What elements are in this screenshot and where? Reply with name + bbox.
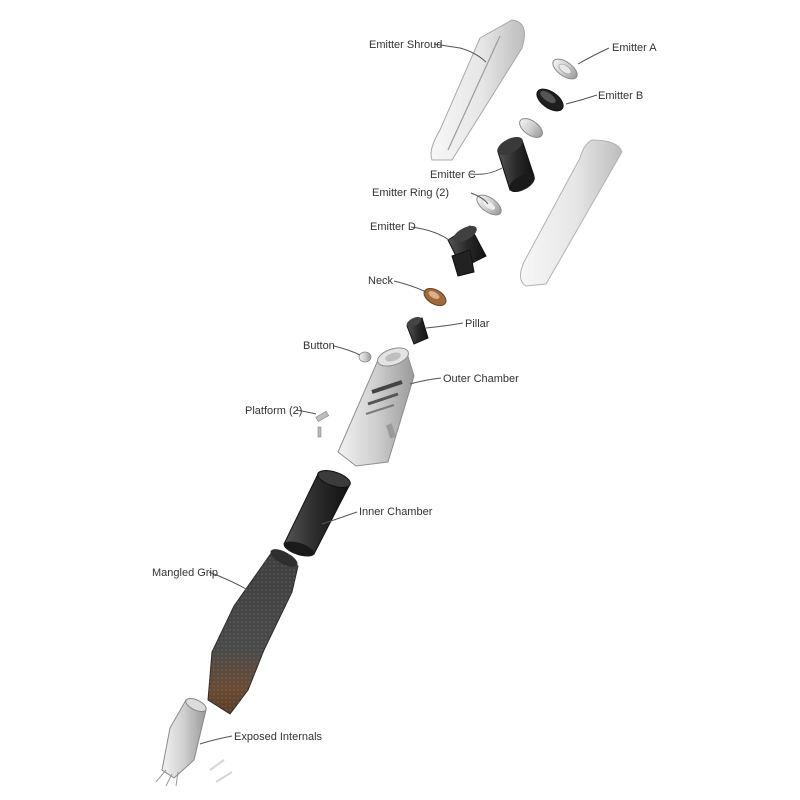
label-emitter-d: Emitter D (370, 221, 416, 233)
label-pillar: Pillar (465, 318, 490, 330)
label-exposed-internals: Exposed Internals (234, 731, 323, 743)
mangled-grip-part (207, 549, 299, 715)
label-inner-chamber: Inner Chamber (359, 506, 433, 518)
label-emitter-shroud: Emitter Shroud (369, 39, 442, 51)
emitter-b-part (536, 88, 564, 112)
emitter-shroud-part (430, 19, 525, 161)
emitter-a-part (552, 58, 578, 80)
neck-part (423, 287, 447, 307)
emitter-ring-part (476, 194, 502, 216)
emitter-b-washer-part (519, 118, 543, 138)
label-emitter-b: Emitter B (598, 90, 643, 102)
exposed-internals-part (155, 698, 233, 787)
button-part (358, 351, 372, 363)
label-neck: Neck (368, 275, 394, 287)
emitter-d-part (447, 225, 487, 277)
platform-part (315, 410, 330, 438)
label-button: Button (303, 340, 335, 352)
label-emitter-ring: Emitter Ring (2) (372, 187, 449, 199)
outer-chamber-part (337, 347, 415, 467)
label-emitter-c: Emitter C (430, 169, 476, 181)
label-emitter-a: Emitter A (612, 42, 657, 54)
label-platform: Platform (2) (245, 405, 302, 417)
label-mangled-grip: Mangled Grip (152, 567, 218, 579)
inner-chamber-part (283, 470, 351, 557)
leader-lines (199, 43, 610, 745)
label-outer-chamber: Outer Chamber (443, 373, 519, 385)
pillar-part (406, 316, 429, 345)
emitter-c-part (497, 136, 535, 193)
emitter-shroud-half-part (520, 139, 623, 287)
